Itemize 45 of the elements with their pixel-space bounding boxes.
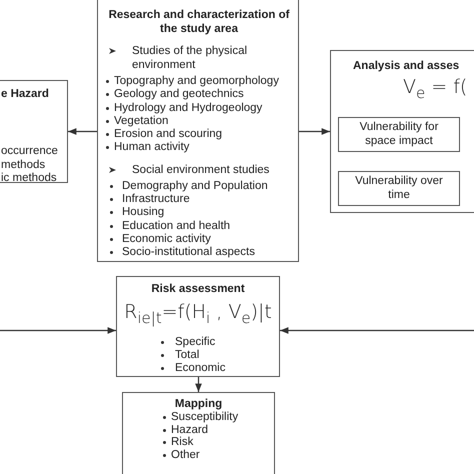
process-box bbox=[116, 276, 280, 377]
list-item: Geology and geotechnics bbox=[114, 88, 244, 100]
list-item: Erosion and scouring bbox=[114, 128, 222, 140]
list-item: Socio-institutional aspects bbox=[122, 246, 255, 258]
box-text: methods bbox=[1, 158, 46, 172]
list-item: Demography and Population bbox=[122, 180, 268, 192]
process-box bbox=[330, 50, 474, 213]
list-item: Education and health bbox=[122, 220, 230, 232]
section-heading: Social environment studies bbox=[132, 164, 270, 176]
box-text: Vulnerability for space impact bbox=[358, 121, 440, 148]
box-text: Vulnerability over time bbox=[354, 175, 444, 202]
box-text: ic methods bbox=[1, 172, 57, 186]
box-heading: e Hazard bbox=[1, 87, 49, 101]
formula: V$_{e}$ = f( bbox=[403, 75, 468, 104]
arrow bbox=[195, 377, 202, 392]
list-item: Risk bbox=[171, 436, 194, 448]
box-heading: Research and characterization of the study area bbox=[108, 8, 290, 36]
list-item: Housing bbox=[122, 206, 164, 218]
list-item: Human activity bbox=[114, 141, 190, 154]
list-item: Vegetation bbox=[114, 114, 168, 127]
formula: R$_{ie|t}$=f(H$_{i}$ , V$_{e}$)|t bbox=[124, 300, 272, 329]
box-heading: Risk assessment bbox=[151, 282, 245, 296]
list-item: Hydrology and Hydrogeology bbox=[114, 102, 262, 114]
box-heading: Analysis and asses bbox=[353, 59, 460, 73]
list-item: Other bbox=[171, 448, 200, 460]
list-item: Topography and geomorphology bbox=[114, 75, 279, 87]
list-item: Specific bbox=[175, 336, 216, 348]
box-heading: Mapping bbox=[174, 397, 222, 411]
process-box bbox=[338, 117, 460, 152]
list-item: Infrastructure bbox=[122, 193, 190, 206]
arrow bbox=[280, 327, 474, 334]
list-item: Total bbox=[175, 349, 200, 362]
process-box bbox=[338, 171, 460, 206]
process-box bbox=[0, 80, 68, 183]
list-item: Hazard bbox=[171, 424, 208, 436]
section-heading: Studies of the physical environment bbox=[132, 45, 248, 71]
arrow bbox=[68, 128, 97, 135]
list-item: Economic activity bbox=[122, 232, 211, 245]
box-text: occurrence bbox=[1, 145, 58, 158]
arrow bbox=[0, 327, 116, 334]
list-item: Susceptibility bbox=[171, 411, 238, 423]
arrow bbox=[299, 128, 330, 135]
list-item: Economic bbox=[175, 362, 226, 374]
process-box bbox=[122, 392, 275, 474]
process-box bbox=[97, 0, 299, 262]
